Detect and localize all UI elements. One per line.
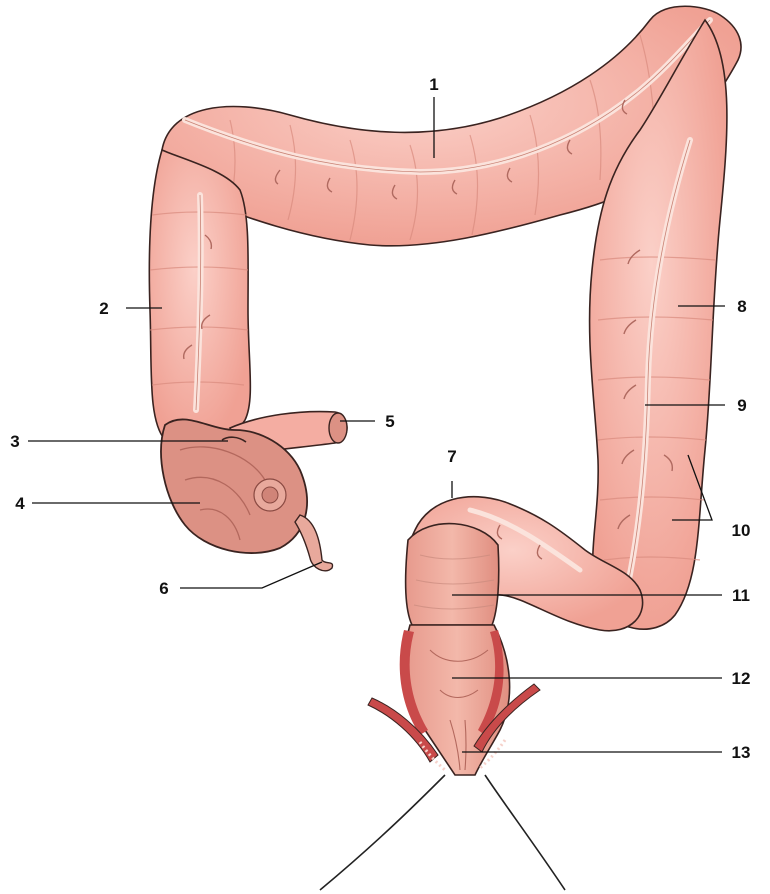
skin-outline	[320, 775, 565, 890]
label-13: 13	[732, 743, 751, 762]
label-5: 5	[385, 412, 394, 431]
label-1: 1	[429, 75, 438, 94]
label-3: 3	[10, 432, 19, 451]
label-10: 10	[732, 521, 751, 540]
appendix	[295, 515, 333, 571]
label-6: 6	[159, 579, 168, 598]
label-8: 8	[737, 297, 746, 316]
label-2: 2	[99, 299, 108, 318]
label-9: 9	[737, 396, 746, 415]
label-7: 7	[447, 447, 456, 466]
label-12: 12	[732, 669, 751, 688]
label-4: 4	[15, 494, 25, 513]
label-11: 11	[732, 586, 750, 605]
ascending-colon	[149, 150, 250, 447]
